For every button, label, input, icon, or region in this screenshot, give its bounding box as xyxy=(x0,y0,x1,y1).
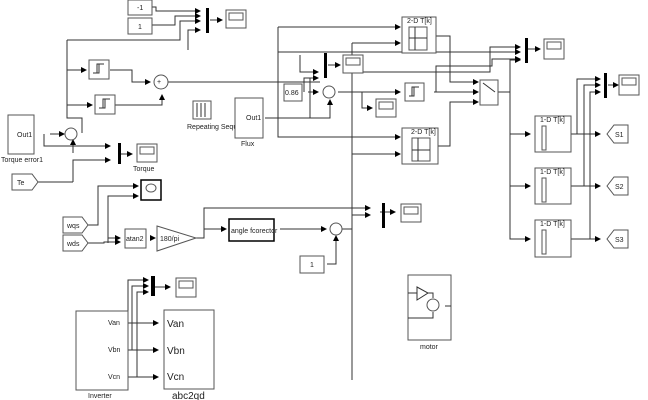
gain-180-pi-block[interactable]: 180/pi xyxy=(156,225,198,252)
svg-text:1: 1 xyxy=(310,262,314,269)
motor-subsystem[interactable]: motor xyxy=(407,274,452,351)
lookup-2d-top[interactable]: 2-D T[k] xyxy=(401,16,437,54)
mux-torque[interactable] xyxy=(118,143,121,164)
svg-text:-1: -1 xyxy=(137,5,143,12)
svg-text:0.86: 0.86 xyxy=(285,90,299,97)
svg-text:S1: S1 xyxy=(615,132,624,139)
scope-angle[interactable] xyxy=(400,203,422,223)
scope-torque[interactable]: Torque xyxy=(133,143,158,173)
svg-text:Torque error1: Torque error1 xyxy=(1,157,43,164)
sum-block-angle[interactable] xyxy=(329,222,343,236)
mux-right[interactable] xyxy=(525,38,528,63)
svg-text:Vcn: Vcn xyxy=(108,374,120,381)
svg-text:Flux: Flux xyxy=(241,141,255,148)
svg-text:180/pi: 180/pi xyxy=(160,236,180,243)
angle-corrector-block[interactable]: angle fcorector xyxy=(228,218,278,242)
repeating-sequence-block[interactable]: Repeating Sequence xyxy=(187,100,252,131)
abc2qd-subsystem[interactable]: Van Vbn Vcn abc2qd xyxy=(163,309,215,400)
lookup-1d-1[interactable]: 1-D T[k] xyxy=(534,115,572,153)
svg-text:Inverter: Inverter xyxy=(88,393,112,400)
goto-s2-tag[interactable]: S2 xyxy=(606,176,629,196)
motor-icon xyxy=(426,298,440,312)
torque-error-subsystem[interactable]: Out1 Torque error1 xyxy=(1,114,43,164)
svg-text:S3: S3 xyxy=(615,237,624,244)
svg-text:wqs: wqs xyxy=(66,223,80,230)
svg-text:wds: wds xyxy=(66,241,80,248)
svg-text:Out1: Out1 xyxy=(17,132,32,139)
constant-086-block[interactable]: 0.86 xyxy=(283,83,303,102)
mux-flux[interactable] xyxy=(324,53,327,78)
scope-top[interactable] xyxy=(225,9,247,29)
relay-block-2[interactable] xyxy=(94,94,116,115)
mux-voltage[interactable] xyxy=(151,276,155,296)
atan2-block[interactable]: atan2 xyxy=(124,228,147,249)
svg-text:motor: motor xyxy=(420,344,439,351)
svg-text:2-D T[k]: 2-D T[k] xyxy=(407,18,432,25)
lookup-2d-bottom[interactable]: 2-D T[k] xyxy=(401,127,439,165)
constant-1-top-block[interactable]: 1 xyxy=(127,17,153,35)
svg-text:1-D T[k]: 1-D T[k] xyxy=(540,169,565,176)
relay-block-flux[interactable] xyxy=(404,82,425,102)
from-wqs-tag[interactable]: wqs xyxy=(62,216,89,234)
constant-1-bottom-block[interactable]: 1 xyxy=(299,255,325,274)
lookup-1d-3[interactable]: 1-D T[k] xyxy=(534,219,572,258)
scope-switching[interactable] xyxy=(618,74,640,96)
scope-voltage[interactable] xyxy=(175,277,197,298)
svg-text:Vbn: Vbn xyxy=(108,347,121,354)
multiport-switch[interactable] xyxy=(479,79,499,106)
constant-neg1-block[interactable]: -1 xyxy=(127,0,153,16)
svg-text:Te: Te xyxy=(17,180,25,187)
sum-block-1[interactable]: + xyxy=(153,74,169,90)
scope-flux-2[interactable] xyxy=(375,98,397,118)
xy-graph-scope[interactable] xyxy=(140,179,162,201)
svg-text:Torque: Torque xyxy=(133,166,155,173)
svg-text:atan2: atan2 xyxy=(126,236,144,243)
relay-block-1[interactable] xyxy=(88,59,110,80)
svg-text:abc2qd: abc2qd xyxy=(172,391,205,400)
scope-right[interactable] xyxy=(543,38,565,60)
svg-text:1-D T[k]: 1-D T[k] xyxy=(540,221,565,228)
svg-text:2-D T[k]: 2-D T[k] xyxy=(411,129,436,136)
sum-block-flux[interactable] xyxy=(322,85,336,99)
svg-text:Out1: Out1 xyxy=(246,115,261,122)
svg-text:Repeating Sequence: Repeating Sequence xyxy=(187,124,252,131)
goto-s1-tag[interactable]: S1 xyxy=(606,124,629,144)
scope-flux-1[interactable] xyxy=(342,54,364,74)
svg-text:angle fcorector: angle fcorector xyxy=(231,228,278,235)
from-te-tag[interactable]: Te xyxy=(11,173,39,191)
svg-text:Vbn: Vbn xyxy=(167,346,185,357)
mux-switching[interactable] xyxy=(604,73,607,98)
svg-text:1-D T[k]: 1-D T[k] xyxy=(540,117,565,124)
inverter-subsystem[interactable]: Van Vbn Vcn Inverter xyxy=(75,310,129,400)
signal-lines xyxy=(38,6,619,380)
svg-text:+: + xyxy=(157,79,161,86)
mux-angle[interactable] xyxy=(382,203,385,228)
flux-subsystem[interactable]: Out1 Flux xyxy=(234,97,264,148)
mux-top[interactable] xyxy=(206,8,209,33)
sum-block-torque[interactable] xyxy=(64,127,78,141)
svg-text:Van: Van xyxy=(167,319,184,330)
goto-s3-tag[interactable]: S3 xyxy=(606,229,629,249)
svg-text:Vcn: Vcn xyxy=(167,372,184,383)
svg-text:S2: S2 xyxy=(615,184,624,191)
svg-text:Van: Van xyxy=(108,320,120,327)
svg-text:1: 1 xyxy=(138,24,142,31)
lookup-1d-2[interactable]: 1-D T[k] xyxy=(534,167,572,205)
from-wds-tag[interactable]: wds xyxy=(62,234,89,252)
